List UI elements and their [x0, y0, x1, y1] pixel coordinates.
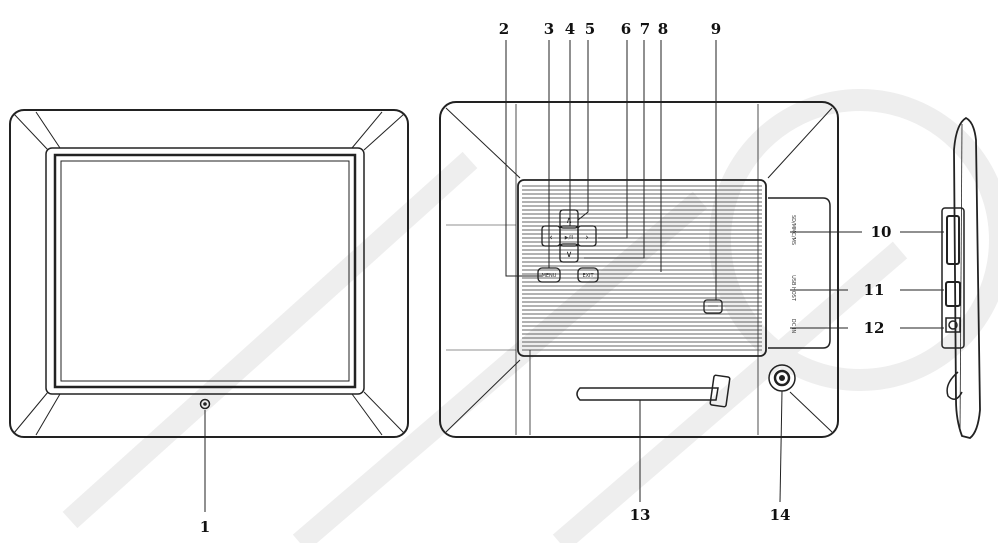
bevel-line — [351, 111, 383, 149]
leader-line-14 — [779, 390, 783, 503]
bevel-line — [35, 111, 61, 149]
callout-numbers: 1 2 3 4 5 6 7 8 9 10 11 12 13 14 — [200, 20, 892, 536]
front-screen — [53, 153, 357, 389]
callout-14: 14 — [770, 506, 791, 524]
port-label-usb: USB HOST — [790, 275, 796, 302]
wall-mount-center — [779, 375, 785, 381]
leader-line-5 — [577, 40, 589, 221]
card-slot — [946, 215, 960, 265]
callout-4: 4 — [565, 20, 575, 38]
port-label-dc: DC IN — [790, 319, 796, 333]
callout-1: 1 — [200, 518, 210, 536]
down-button[interactable] — [559, 243, 579, 263]
menu-button-label: MENU — [542, 273, 557, 279]
callout-11: 11 — [864, 281, 885, 299]
front-screen-inner — [60, 160, 350, 382]
side-view — [941, 116, 981, 439]
bevel-line — [789, 391, 833, 433]
watermark-stroke — [62, 151, 478, 529]
stand-hinge — [709, 374, 731, 408]
side-stand — [946, 371, 963, 400]
bevel-line — [13, 113, 49, 151]
bevel-line — [363, 113, 405, 151]
dc-jack — [945, 317, 961, 333]
bevel-line — [445, 107, 521, 179]
exit-button-label: EXIT — [582, 273, 594, 279]
dc-jack-ring — [948, 320, 958, 330]
leader-line-2 — [505, 40, 542, 277]
wall-mount-ring — [773, 369, 791, 387]
ir-sensor-icon — [199, 398, 211, 410]
callout-12: 12 — [864, 319, 885, 337]
control-pad: ∧ ‹ ▶/II › ∨ MENU EXIT — [537, 209, 599, 283]
port-label-card: SD/MMC/MS — [790, 215, 796, 245]
bevel-line — [13, 391, 49, 434]
leader-line-7 — [584, 40, 645, 259]
watermark-stroke — [292, 191, 708, 543]
callout-13: 13 — [630, 506, 651, 524]
callout-8: 8 — [658, 20, 668, 38]
callout-9: 9 — [711, 20, 721, 38]
back-shell-outer — [439, 101, 839, 438]
side-port-panel — [941, 207, 965, 349]
front-frame-outer — [9, 109, 409, 438]
side-profile-seam — [959, 123, 963, 433]
exit-button[interactable] — [577, 267, 599, 283]
callout-2: 2 — [499, 20, 509, 38]
callout-6: 6 — [621, 20, 631, 38]
port-bay — [768, 197, 831, 349]
power-switch[interactable] — [703, 299, 723, 314]
front-view — [9, 109, 409, 512]
watermark — [62, 89, 998, 543]
right-button[interactable] — [577, 225, 597, 247]
left-arrow-icon: ‹ — [549, 233, 553, 243]
leader-line-6 — [598, 40, 628, 239]
stand-arm — [576, 387, 719, 401]
bevel-line — [767, 107, 833, 179]
bevel-line — [351, 393, 383, 436]
right-arrow-icon: › — [585, 233, 589, 243]
bevel-line — [363, 391, 405, 434]
ir-sensor-dot — [203, 402, 207, 406]
back-view: SD/MMC/MS USB HOST DC IN ∧ ‹ ▶/II › ∨ ME… — [439, 101, 839, 438]
down-arrow-icon: ∨ — [566, 250, 573, 260]
callout-3: 3 — [544, 20, 554, 38]
vent-panel — [517, 179, 767, 357]
leader-lines — [505, 40, 944, 503]
up-arrow-icon: ∧ — [566, 216, 573, 226]
side-profile — [953, 116, 981, 439]
usb-port — [945, 281, 961, 307]
front-frame-inner — [45, 147, 365, 395]
callout-7: 7 — [640, 20, 650, 38]
up-button[interactable] — [559, 209, 579, 229]
play-pause-label: ▶/II — [565, 235, 573, 241]
callout-10: 10 — [871, 223, 892, 241]
bevel-line — [35, 393, 61, 436]
watermark-stroke — [552, 241, 908, 543]
watermark-circle — [709, 89, 998, 391]
callout-5: 5 — [585, 20, 595, 38]
bevel-line — [445, 359, 521, 433]
